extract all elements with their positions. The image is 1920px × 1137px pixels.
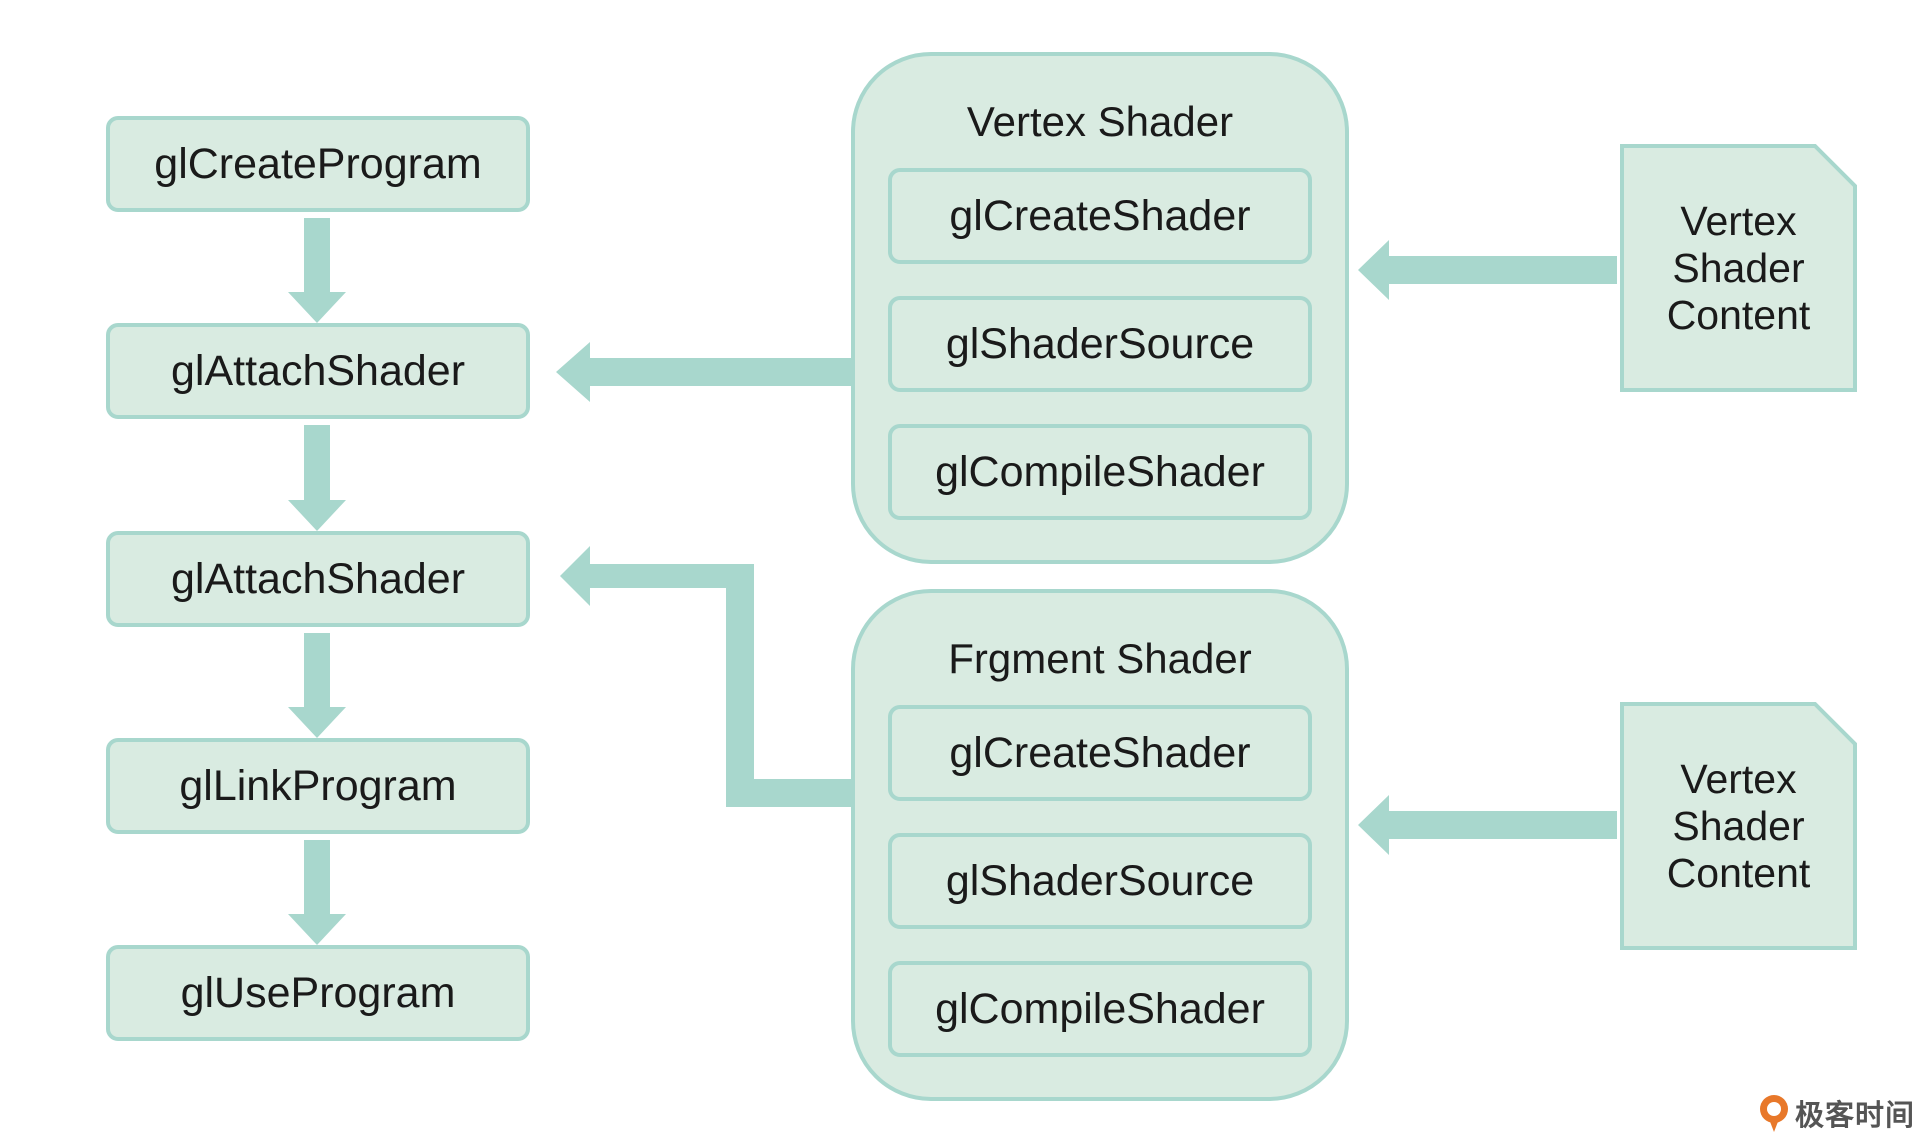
vertex-shader-title: Vertex Shader <box>966 98 1234 145</box>
fragment-create-shader-label: glCreateShader <box>949 728 1251 777</box>
document-shape-icon <box>1620 702 1857 950</box>
gl-attach-shader-label-2: glAttachShader <box>170 554 466 603</box>
geektime-logo-text: 极客时间 <box>1795 1098 1916 1132</box>
gl-attach-shader-label-1: glAttachShader <box>170 346 466 395</box>
fragment-compile-shader-box: glCompileShader <box>888 961 1312 1057</box>
fragment-shader-source-box: glShaderSource <box>888 833 1312 929</box>
vertex-compile-shader-box: glCompileShader <box>888 424 1312 520</box>
fragment-shader-source-label: glShaderSource <box>945 856 1255 905</box>
vertex-compile-shader-label: glCompileShader <box>935 447 1265 496</box>
fragment-shader-title: Frgment Shader <box>948 635 1252 682</box>
document-shape-icon <box>1620 144 1857 392</box>
document-line: Shader <box>1672 244 1805 291</box>
fragment-shader-content-document: Vertex Shader Content <box>1620 702 1857 950</box>
vertex-to-attach-arrow <box>556 342 855 402</box>
vertex-shader-content-document: Vertex Shader Content <box>1620 144 1857 392</box>
fragment-to-attach-arrow <box>590 564 855 807</box>
vertex-create-shader-box: glCreateShader <box>888 168 1312 264</box>
fragment-shader-group: Frgment Shader glCreateShader glShaderSo… <box>851 589 1349 1101</box>
vertex-shader-source-box: glShaderSource <box>888 296 1312 392</box>
document-line: Shader <box>1672 802 1805 849</box>
fragment-content-arrow <box>1358 795 1617 855</box>
gl-link-program-label: glLinkProgram <box>179 761 457 810</box>
gl-create-program-label: glCreateProgram <box>154 139 482 188</box>
document-line: Content <box>1666 849 1811 896</box>
fragment-to-attach-arrowhead <box>560 546 590 606</box>
fragment-create-shader-box: glCreateShader <box>888 705 1312 801</box>
flow-arrow-4 <box>288 840 346 945</box>
document-line: Vertex <box>1680 197 1797 244</box>
flow-arrow-2 <box>288 425 346 531</box>
gl-attach-shader-box-1: glAttachShader <box>106 323 530 419</box>
gl-use-program-box: glUseProgram <box>106 945 530 1041</box>
gl-link-program-box: glLinkProgram <box>106 738 530 834</box>
flow-arrow-1 <box>288 218 346 323</box>
flow-arrow-3 <box>288 633 346 738</box>
vertex-shader-source-label: glShaderSource <box>945 319 1255 368</box>
gl-attach-shader-box-2: glAttachShader <box>106 531 530 627</box>
gl-create-program-box: glCreateProgram <box>106 116 530 212</box>
vertex-create-shader-label: glCreateShader <box>949 191 1251 240</box>
vertex-content-arrow <box>1358 240 1617 300</box>
document-line: Content <box>1666 291 1811 338</box>
vertex-shader-group: Vertex Shader glCreateShader glShaderSou… <box>851 52 1349 564</box>
fragment-compile-shader-label: glCompileShader <box>935 984 1265 1033</box>
geektime-logo: 极客时间 <box>1757 1092 1915 1134</box>
document-line: Vertex <box>1680 755 1797 802</box>
gl-use-program-label: glUseProgram <box>180 968 456 1017</box>
geektime-logo-icon <box>1760 1095 1788 1132</box>
